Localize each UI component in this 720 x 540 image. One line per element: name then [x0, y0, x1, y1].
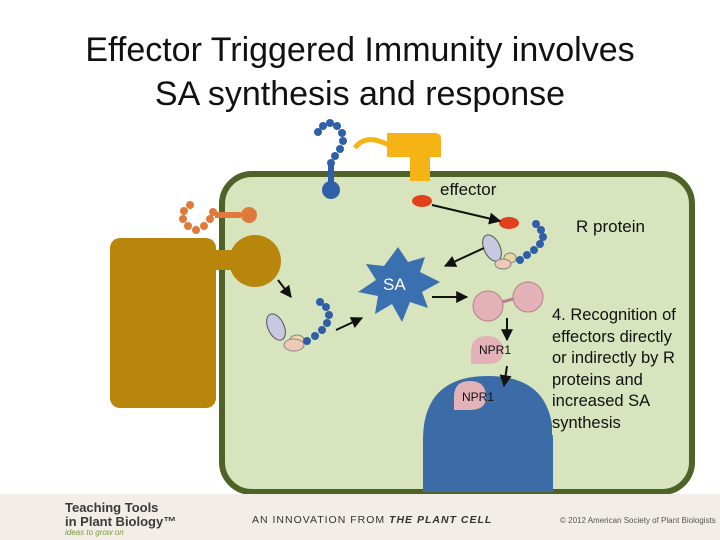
surface-receptor-coil — [314, 119, 347, 199]
r-protein-right — [482, 220, 547, 270]
effector-intracellular — [499, 217, 519, 229]
effector-extracellular — [412, 195, 432, 207]
chloroplast-lobe — [229, 235, 281, 287]
footer-logo-line-1: Teaching Tools — [65, 500, 159, 515]
chloroplast — [110, 238, 216, 408]
npr1-label-nucleus: NPR1 — [462, 390, 495, 404]
arrow-rprotein-left-to-sa — [335, 317, 364, 331]
slide-title: Effector Triggered Immunity involves SA … — [0, 28, 720, 116]
effector-label: effector — [440, 180, 497, 199]
npr1-monomer-nucleus — [454, 381, 486, 410]
footer-bar — [0, 494, 720, 540]
pathogen-secretion-protein — [352, 133, 441, 181]
footer-logo-line-2: in Plant Biology™ — [65, 514, 177, 529]
footer-innovation: AN INNOVATION FROM THE PLANT CELL — [252, 514, 492, 526]
title-line-2: SA synthesis and response — [154, 75, 566, 113]
arrow-chloroplast-to-cell — [277, 279, 292, 298]
title-line-1: Effector Triggered Immunity involves — [85, 31, 635, 69]
chloroplast-connector — [210, 250, 236, 270]
sa-label: SA — [383, 275, 406, 294]
footer-innovation-prefix: AN INNOVATION FROM — [252, 514, 386, 526]
arrow-rprotein-to-sa — [443, 247, 485, 267]
arrow-effector-to-rprotein — [431, 204, 502, 225]
step-caption: 4. Recognition of effectors directly or … — [552, 305, 676, 435]
footer-innovation-source: THE PLANT CELL — [389, 514, 493, 526]
pathogen-coil-left — [179, 201, 257, 234]
npr1-oligomer — [472, 281, 544, 322]
npr1-label-cytoplasm: NPR1 — [479, 343, 512, 357]
sa-burst — [358, 247, 440, 322]
footer-logo-tagline: ideas to grow on — [65, 528, 124, 537]
npr1-monomer-cytoplasm — [471, 336, 503, 364]
arrow-npr1-into-nucleus — [499, 365, 512, 388]
r-protein-label: R protein — [576, 217, 645, 236]
r-protein-left — [266, 298, 333, 352]
footer-copyright: © 2012 American Society of Plant Biologi… — [560, 516, 716, 525]
